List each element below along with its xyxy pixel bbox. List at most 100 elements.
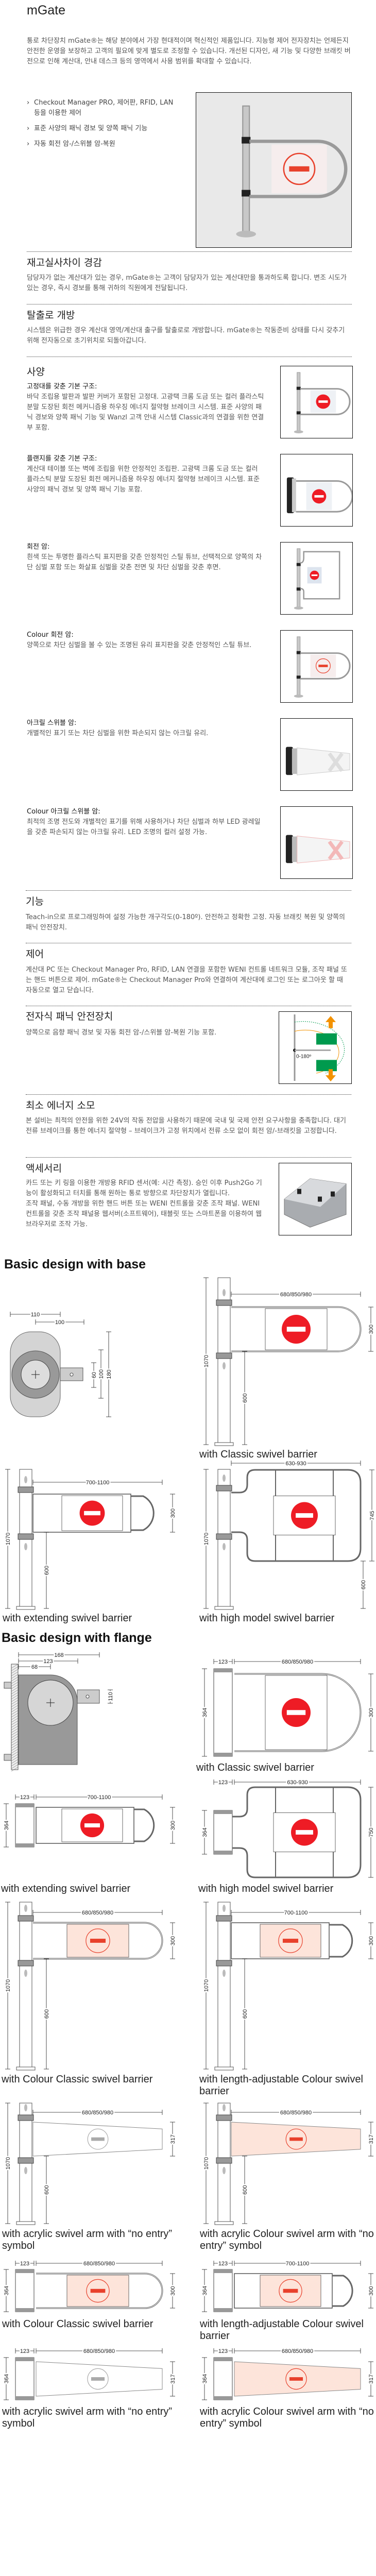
exit-sign-icon bbox=[316, 1033, 337, 1045]
accessories-text: 카드 또는 키 링을 이용한 개방용 RFID 센서(예: 시간 측정). 승인… bbox=[26, 1178, 264, 1230]
bracket bbox=[15, 1803, 35, 1848]
photo-high-arm bbox=[280, 542, 353, 615]
divider bbox=[26, 890, 351, 891]
dimension-label: 300 bbox=[368, 2286, 374, 2295]
no-entry-icon bbox=[87, 2368, 109, 2390]
product-photo-mgate bbox=[196, 92, 352, 248]
swivel-arm bbox=[332, 2275, 353, 2307]
dimension-label: 123 bbox=[218, 1780, 228, 1786]
spec-title: 아크릴 스위블 암: bbox=[27, 719, 77, 727]
swivel-arm bbox=[134, 1808, 155, 1842]
dimension-label: 300 bbox=[170, 2286, 176, 2295]
swivel-arm bbox=[234, 2273, 333, 2309]
dimension-label: 123 bbox=[20, 2348, 29, 2354]
dimension-label: 364 bbox=[202, 1827, 208, 1837]
bracket bbox=[15, 2269, 35, 2312]
caption: with Colour Classic swivel barrier bbox=[2, 2074, 153, 2085]
dimension-label: 680/850/980 bbox=[83, 2261, 115, 2267]
floor-plate bbox=[214, 1606, 234, 1610]
flange-design-heading: Basic design with flange bbox=[2, 1631, 152, 1645]
dimension-label: 1070 bbox=[5, 1533, 11, 1545]
caption: with acrylic Colour swivel arm with “no … bbox=[200, 2406, 374, 2429]
feature-text: 자동 회전 암-/스위블 암-복원 bbox=[34, 140, 115, 148]
dimension-label: 300 bbox=[170, 1936, 176, 1945]
dimension-label: 680/850/980 bbox=[282, 2348, 313, 2354]
dimension-label: 680/850/980 bbox=[282, 1659, 313, 1665]
photo-acrylic-arm bbox=[280, 718, 353, 791]
caption: with high model swivel barrier bbox=[198, 1883, 334, 1894]
no-entry-icon bbox=[86, 1928, 110, 1953]
spec-item-flange: 플랜지를 갖춘 기본 구조: 계산대 테이블 또는 벽에 조립을 위한 안정적인… bbox=[27, 454, 265, 495]
gate-column bbox=[19, 1902, 32, 2067]
clamp bbox=[18, 1960, 34, 1967]
section-title-escape: 탈출로 개방 bbox=[27, 310, 75, 321]
dimension-label: 364 bbox=[202, 2286, 208, 2295]
dimension-label: 123 bbox=[43, 1658, 53, 1665]
photo-base-gate bbox=[280, 366, 353, 438]
clamp bbox=[216, 1299, 232, 1306]
caption: with extending swivel barrier bbox=[3, 1613, 132, 1624]
section-title-function: 기능 bbox=[26, 896, 44, 907]
spec-item-colour-arm: Colour 회전 암: 양쪽으로 차단 심벌을 볼 수 있는 조명된 유리 표… bbox=[27, 630, 265, 651]
chevron-right-icon: › bbox=[27, 140, 30, 148]
dimension-label: 630-930 bbox=[287, 1780, 307, 1786]
exit-sign-icon bbox=[316, 1060, 337, 1072]
dimension-label: 100 bbox=[55, 1319, 64, 1326]
spec-text: 양쪽으로 차단 심벌을 볼 수 있는 조명된 유리 표지판을 갖춘 안정적인 스… bbox=[27, 641, 252, 649]
dimension-label: 300 bbox=[170, 1509, 176, 1518]
no-entry-icon bbox=[279, 2279, 302, 2303]
arrow-down-icon bbox=[326, 1069, 336, 1082]
caption: with Classic swivel barrier bbox=[196, 1762, 314, 1773]
no-entry-icon bbox=[291, 1502, 318, 1529]
clamp bbox=[18, 2114, 34, 2121]
dimension-label: 300 bbox=[368, 1936, 374, 1945]
swivel-arm bbox=[232, 1786, 362, 1878]
feature-item: ›Checkout Manager PRO, 제어판, RFID, LAN 등을… bbox=[27, 98, 181, 118]
swivel-arm bbox=[36, 1807, 134, 1844]
dimension-label: 364 bbox=[202, 1708, 208, 1717]
spec-item-acrylic-arm: 아크릴 스위블 암: 개별적인 표기 또는 차단 심벌을 위한 파손되지 않는 … bbox=[27, 718, 265, 739]
chevron-right-icon: › bbox=[27, 99, 30, 107]
gate-pole bbox=[297, 636, 301, 696]
dimension-label: 1070 bbox=[203, 1355, 210, 1367]
no-entry-icon bbox=[285, 2368, 307, 2390]
dimension-label: 680/850/980 bbox=[83, 2348, 115, 2354]
no-entry-icon bbox=[283, 152, 316, 185]
clamp bbox=[216, 1533, 232, 1540]
section-text-control: 계산대 PC 또는 Checkout Manager Pro, RFID, LA… bbox=[26, 966, 347, 994]
gate-pole bbox=[297, 372, 301, 432]
photo-colour-acrylic-arm bbox=[280, 806, 353, 879]
spec-title: Colour 회전 암: bbox=[27, 631, 74, 639]
dimension-label: 317 bbox=[170, 2374, 176, 2383]
divider bbox=[27, 251, 352, 252]
chevron-right-icon: › bbox=[27, 125, 30, 132]
no-entry-icon bbox=[315, 658, 331, 674]
dimension-label: 123 bbox=[218, 1659, 228, 1665]
dimension-label: 317 bbox=[368, 2374, 374, 2383]
caption: with length-adjustable Colour swivel bar… bbox=[200, 2318, 364, 2342]
photo-illustration: 0-180º bbox=[293, 1014, 345, 1082]
dimension-label: 600 bbox=[44, 1566, 50, 1575]
no-entry-icon bbox=[86, 2279, 110, 2303]
floor-plate bbox=[214, 2221, 234, 2225]
gate-pole bbox=[242, 105, 250, 234]
swivel-arm bbox=[32, 1494, 131, 1533]
angle-label: 0-180º bbox=[296, 1054, 312, 1059]
dimension-label: 600 bbox=[242, 2009, 248, 2019]
spec-title: 고정대를 갖춘 기본 구조: bbox=[27, 383, 97, 391]
photo-illustration bbox=[294, 548, 340, 610]
section-title-energy: 최소 에너지 소모 bbox=[26, 1100, 95, 1111]
bracket bbox=[213, 2357, 233, 2400]
clamp bbox=[216, 2157, 232, 2164]
clamp bbox=[216, 1485, 232, 1492]
caption: with extending swivel barrier bbox=[1, 1883, 131, 1894]
dimension-label: 168 bbox=[54, 1652, 63, 1658]
spec-item-colour-acrylic-arm: Colour 아크릴 스위블 암: 최적의 조명 전도와 개별적인 표기를 위해… bbox=[27, 807, 265, 838]
section-title-accessories: 액세서리 bbox=[26, 1163, 62, 1174]
